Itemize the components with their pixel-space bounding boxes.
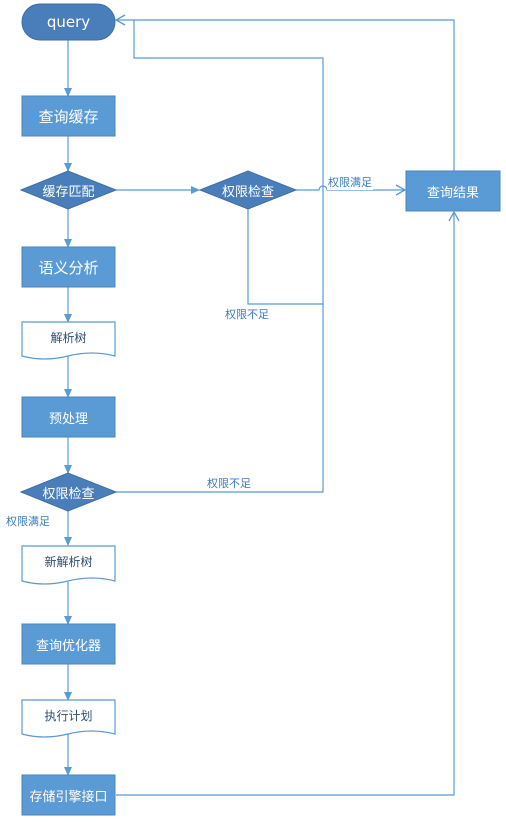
edge-label-permission-fail-bottom: 权限不足: [206, 475, 252, 491]
node-permission-check-bottom-shape: [19, 472, 118, 512]
node-preprocess-shape: [21, 396, 116, 438]
node-query-result-shape: [405, 170, 501, 212]
edge-label-permission-fail-top: 权限不足: [224, 306, 270, 322]
edge-permcheck-fail-top: [133, 20, 324, 305]
edge-permcheck-fail-bottom: [116, 304, 324, 493]
node-cache-match-shape: [19, 170, 118, 210]
edge-result-to-query: [114, 14, 455, 171]
node-execution-plan-shape: [21, 699, 116, 738]
node-new-parse-tree-shape: [21, 545, 116, 585]
node-query-optimizer-shape: [21, 623, 116, 665]
node-storage-engine-shape: [21, 774, 116, 816]
node-query-cache-shape: [21, 95, 116, 137]
node-query-shape: [21, 3, 116, 41]
edge-label-permission-ok-bottom: 权限满足: [5, 513, 51, 529]
node-semantic-analysis-shape: [21, 246, 116, 288]
edge-label-permission-ok-top: 权限满足: [327, 174, 373, 190]
edge-storage-to-result: [116, 210, 460, 796]
node-parse-tree-shape: [21, 321, 116, 360]
node-permission-check-top-shape: [198, 170, 298, 210]
